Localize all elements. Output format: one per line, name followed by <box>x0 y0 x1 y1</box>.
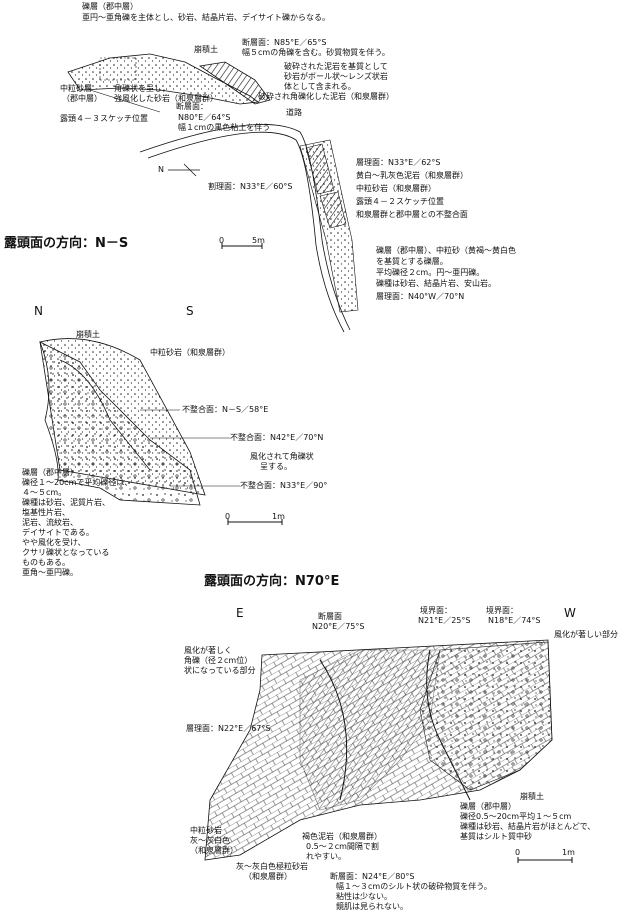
label3-bedding: 層理面：N22°E／67°S <box>186 724 271 733</box>
scale1-5m: 5m <box>252 236 265 245</box>
label3-fine1: 灰～灰白色極粒砂岩 <box>236 862 308 871</box>
label3-gravel4: 基質はシルト質中砂 <box>460 832 532 841</box>
scale3-zero: 0 <box>515 848 521 857</box>
label3-fault2d: 鏡肌は見られない。 <box>336 902 408 911</box>
label-gravel-right3: 平均礫径２cm。円～亜円礫。 <box>376 268 485 277</box>
label3-left-w2: 角礫（径２cm位） <box>184 656 253 665</box>
label2-gl6: 泥岩、流紋岩、 <box>22 518 78 527</box>
label3-sand2: 灰～灰白色 <box>190 836 230 845</box>
label3-gravel2: 礫径0.5～20cm平均１～５cm <box>460 812 572 821</box>
sketch1-north-arrow <box>168 163 200 177</box>
label-fault-a2: 幅５cmの角礫を含む。砂質物質を伴う。 <box>242 48 390 57</box>
label2-unconf3: 不整合面：N33°E／90° <box>240 481 328 490</box>
label-gravel-right2: を基質とする礫層。 <box>376 257 448 266</box>
sketch1-road <box>139 124 359 333</box>
label3-fault2b: 幅１～３cmのシルト状の破砕物質を伴う。 <box>336 882 492 891</box>
label-sketch-loc-42: 露頭４－２スケッチ位置 <box>356 197 444 206</box>
label2-sand: 中粒砂岩（和泉層群） <box>150 348 230 357</box>
label2-colluvium: 崩積土 <box>76 330 100 339</box>
sketch3-outcrop <box>204 639 553 861</box>
direction-title-1: 露頭面の方向：N－S <box>4 236 129 251</box>
label3-fault2a: 断層面：N24°E／80°S <box>330 872 415 881</box>
label3-fault2c: 粘性は少ない。 <box>336 892 392 901</box>
label2-unconf1: 不整合面：N－S／58°E <box>182 405 269 414</box>
label-yellow-mud: 黄白～乳灰色泥岩（和泉層群） <box>356 171 468 180</box>
label3-strong-weathered: 風化が著しい部分 <box>554 630 618 639</box>
label-gravel-right4: 礫種は砂岩、結晶片岩、安山岩。 <box>376 279 496 288</box>
scale2-1m: 1m <box>272 512 285 521</box>
label3-gravel3: 礫種は砂岩、結晶片岩がほとんどで、 <box>460 822 596 831</box>
dir-w: W <box>564 606 576 620</box>
label-unconformity: 和泉層群と郡中層との不整合面 <box>356 210 468 219</box>
label2-gl5: 塩基性片岩、 <box>22 508 70 517</box>
label3-fine2: （和泉層群） <box>244 872 292 881</box>
label3-fault1a: 断層面 <box>318 612 342 621</box>
label-gravel-right1: 礫層（郡中層）、中粒砂（黄褐～黄白色 <box>376 246 516 255</box>
label2-weathered2: 呈する。 <box>260 462 292 471</box>
label2-gl4: 礫種は砂岩、泥質片岩、 <box>22 498 110 507</box>
label2-unconf2: 不整合面：N42°E／70°N <box>230 433 324 442</box>
label-sand-gunchu1: 中粒砂層 <box>60 84 92 93</box>
label-gravel-right5: 層理面：N40°W／70°N <box>376 292 465 301</box>
label3-gravel1: 礫層（郡中層） <box>460 802 516 811</box>
dir-s: S <box>186 304 194 318</box>
label-gravel-desc: 亜円～亜角礫を主体とし、砂岩、結晶片岩、デイサイト礫からなる。 <box>82 13 330 22</box>
label3-left-w3: 状になっている部分 <box>184 666 256 675</box>
sketch1-outcrop <box>67 53 271 113</box>
dir-n: N <box>34 304 43 318</box>
label-crushed3: 体として含まれる。 <box>284 82 356 91</box>
label2-gl9: クサリ礫状となっている <box>22 548 110 557</box>
label2-gl7: デイサイトである。 <box>22 528 94 537</box>
label3-sand3: （和泉層群） <box>190 846 238 855</box>
scale3-1m: 1m <box>562 848 575 857</box>
label3-fault1b: N20°E／75°S <box>312 622 365 631</box>
label-fault-b: 断層面： <box>176 102 208 111</box>
label-sand-gunchu2: （郡中層） <box>62 94 102 103</box>
label-joint: 割理面：N33°E／60°S <box>208 182 293 191</box>
label3-mud3: れやすい。 <box>306 852 346 861</box>
label-bedding: 層理面：N33°E／62°S <box>356 158 441 167</box>
dir-e: E <box>236 606 244 620</box>
north-label: N <box>158 165 164 174</box>
sketch1-scale-bar <box>221 243 263 249</box>
label2-gl10: ものもある。 <box>22 558 70 567</box>
label-yellow-sand: 中粒砂岩（和泉層群） <box>356 184 436 193</box>
label-breccia1: 角礫状を呈し， <box>114 84 170 93</box>
label2-gl11: 亜角～亜円礫。 <box>22 568 78 577</box>
label-fault-a1: 断層面：N85°E／65°S <box>242 38 327 47</box>
label-crushed1: 破砕された泥岩を基質として <box>284 62 388 71</box>
label2-gl3: ４～５cm。 <box>22 488 67 497</box>
label-breccia2: 強風化した砂岩（和泉層群） <box>114 94 218 103</box>
sketch2-scale-bar <box>227 519 283 525</box>
label3-bound2b: N18°E／74°S <box>488 616 541 625</box>
label2-weathered1: 風化されて角礫状 <box>250 452 314 461</box>
label3-left-w1: 風化が著しく <box>184 646 232 655</box>
scale2-zero: 0 <box>225 512 231 521</box>
label-crushed2: 砂岩がボール状～レンズ状岩 <box>284 72 388 81</box>
sketch3-scale-bar <box>517 857 573 863</box>
label-colluvium: 崩積土 <box>194 45 218 54</box>
label2-gl2: 礫径１～20cmで平均礫径は、 <box>22 478 133 487</box>
label3-mud2: 0.5～２cm間隔で割 <box>306 842 379 851</box>
label-sketch-loc-43: 露頭４－３スケッチ位置 <box>60 114 148 123</box>
label3-mud1: 褐色泥岩（和泉層群） <box>302 832 382 841</box>
label2-gl8: やや風化を受け、 <box>22 538 86 547</box>
label3-sand1: 中粒砂岩 <box>190 826 222 835</box>
sketch2-outcrop <box>39 338 240 506</box>
label-gravel-head: 礫層（郡中層） <box>82 2 138 11</box>
label3-colluvium: 崩積土 <box>520 792 544 801</box>
label-fault-b-clay: 幅１cmの黒色粘土を伴う <box>178 123 271 132</box>
label3-bound1b: N21°E／25°S <box>418 616 471 625</box>
scale1-zero: 0 <box>219 236 225 245</box>
label2-gl1: 礫層（郡中層） <box>22 468 78 477</box>
label3-bound2a: 境界面： <box>486 606 518 615</box>
label3-bound1a: 境界面： <box>420 606 452 615</box>
label-road: 道路 <box>286 108 302 117</box>
direction-title-2: 露頭面の方向：N70°E <box>204 574 340 589</box>
label-crushed-mud: 破砕され角礫化した泥岩（和泉層群） <box>258 92 394 101</box>
label-fault-b-strike: N80°E／64°S <box>178 113 231 122</box>
